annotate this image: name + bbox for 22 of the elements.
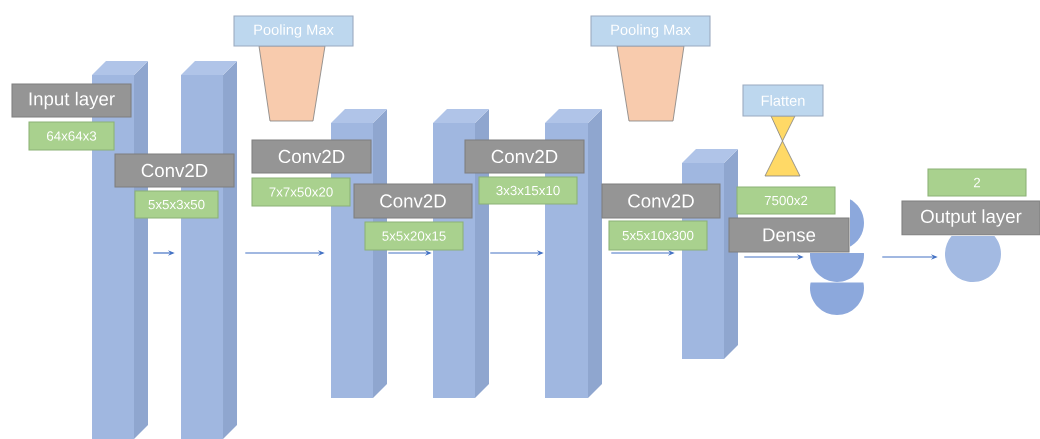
layer-label: Output layer — [901, 200, 1040, 236]
size-label: 64x64x3 — [28, 121, 115, 151]
size-label: 5x5x10x300 — [608, 220, 708, 251]
size-label: 5x5x3x50 — [134, 190, 219, 219]
layer-label: Conv2D — [353, 183, 473, 219]
operation-label: Pooling Max — [233, 15, 354, 47]
layer-label: Conv2D — [114, 153, 235, 188]
trapezoid-shape — [616, 45, 685, 122]
size-label: 7x7x50x20 — [251, 177, 351, 207]
layer-label: Conv2D — [601, 183, 721, 219]
layer-label: Input layer — [11, 83, 132, 118]
layer-label: Conv2D — [464, 139, 585, 174]
size-label: 3x3x15x10 — [478, 176, 578, 205]
operation-label: Pooling Max — [590, 15, 711, 47]
layer-label: Conv2D — [251, 139, 372, 174]
size-label: 2 — [927, 168, 1027, 197]
size-label: 5x5x20x15 — [364, 221, 464, 251]
operation-label: Flatten — [742, 84, 824, 117]
layer-label: Dense — [728, 217, 850, 253]
trapezoid-shape — [258, 45, 326, 122]
size-label: 7500x2 — [736, 186, 836, 215]
hourglass-shape — [764, 115, 801, 177]
